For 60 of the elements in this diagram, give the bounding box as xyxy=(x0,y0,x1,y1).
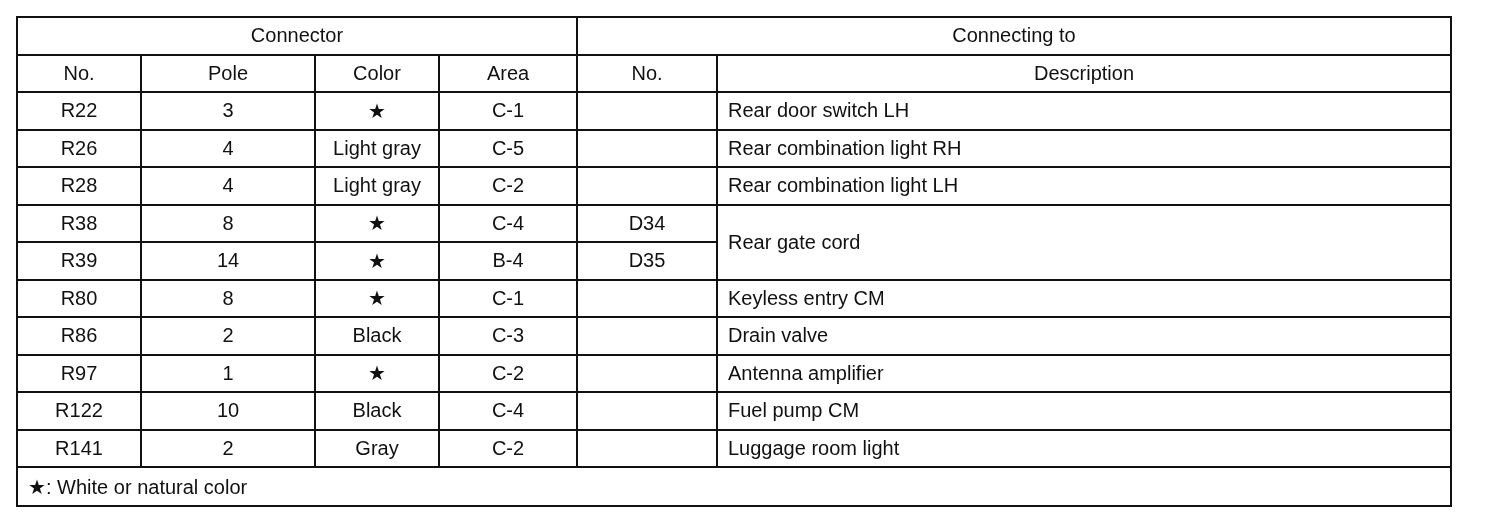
column-group-header: Connector xyxy=(250,24,344,48)
description: Fuel pump CM xyxy=(728,399,860,423)
connector-number: R26 xyxy=(60,136,98,160)
column-header: Area xyxy=(486,61,530,85)
connector-number: R122 xyxy=(55,399,103,423)
description: Keyless entry CM xyxy=(728,286,885,310)
area-code: C-2 xyxy=(491,436,525,460)
pole-count: 4 xyxy=(222,136,234,160)
area-code: C-2 xyxy=(491,174,525,198)
connector-color: ★ xyxy=(368,98,386,123)
area-code: C-1 xyxy=(491,286,525,310)
connector-number: R86 xyxy=(60,324,98,348)
area-code: C-5 xyxy=(491,136,525,160)
connector-number: R39 xyxy=(60,249,98,273)
connector-number: R22 xyxy=(60,99,98,123)
pole-count: 4 xyxy=(222,174,234,198)
pole-count: 1 xyxy=(222,361,234,385)
connector-number: R28 xyxy=(60,174,98,198)
connector-color: Light gray xyxy=(333,174,421,198)
column-header: Pole xyxy=(208,61,248,85)
description: Antenna amplifier xyxy=(728,361,884,385)
description: Rear combination light RH xyxy=(728,136,962,160)
column-header: No. xyxy=(63,61,95,85)
pole-count: 14 xyxy=(216,249,240,273)
connector-number: R80 xyxy=(60,286,98,310)
connector-color: ★ xyxy=(368,211,386,236)
connected-number: D35 xyxy=(628,249,666,273)
connected-number: D34 xyxy=(628,211,666,235)
description: Rear gate cord xyxy=(728,230,861,254)
connector-number: R38 xyxy=(60,211,98,235)
connector-color: Light gray xyxy=(333,136,421,160)
area-code: C-4 xyxy=(491,211,525,235)
pole-count: 8 xyxy=(222,286,234,310)
connector-color: Black xyxy=(352,399,402,423)
column-header: Description xyxy=(1033,61,1134,85)
description: Luggage room light xyxy=(728,436,900,460)
column-header: Color xyxy=(353,61,401,85)
connector-number: R141 xyxy=(55,436,103,460)
column-header: No. xyxy=(631,61,663,85)
pole-count: 2 xyxy=(222,436,234,460)
description: Rear door switch LH xyxy=(728,99,910,123)
connector-color: Gray xyxy=(355,436,399,460)
connector-color: ★ xyxy=(368,286,386,311)
area-code: C-4 xyxy=(491,399,525,423)
connector-color: ★ xyxy=(368,248,386,273)
connector-color: Black xyxy=(352,324,402,348)
area-code: C-3 xyxy=(491,324,525,348)
area-code: B-4 xyxy=(492,249,524,273)
column-group-header: Connecting to xyxy=(952,24,1076,48)
area-code: C-2 xyxy=(491,361,525,385)
pole-count: 2 xyxy=(222,324,234,348)
pole-count: 3 xyxy=(222,99,234,123)
description: Rear combination light LH xyxy=(728,174,959,198)
connector-color: ★ xyxy=(368,361,386,386)
pole-count: 10 xyxy=(216,399,240,423)
pole-count: 8 xyxy=(222,211,234,235)
footnote: ★: White or natural color xyxy=(28,474,248,499)
connector-number: R97 xyxy=(60,361,98,385)
description: Drain valve xyxy=(728,324,829,348)
area-code: C-1 xyxy=(491,99,525,123)
